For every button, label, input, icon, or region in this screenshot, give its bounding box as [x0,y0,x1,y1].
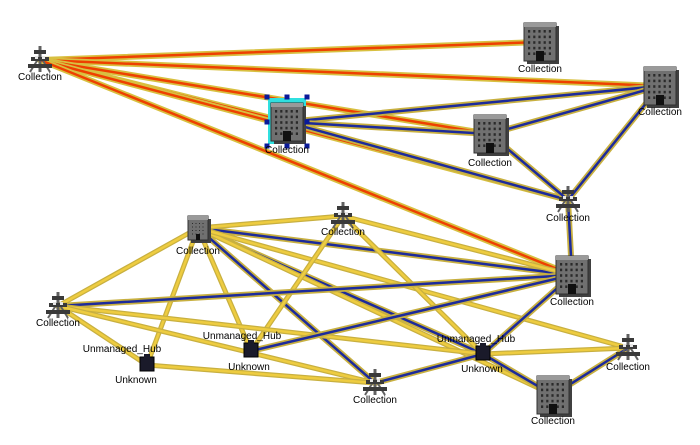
link-n8-n9[interactable] [340,213,575,278]
link-n7-n12[interactable] [195,225,254,354]
selection-handle[interactable] [304,143,310,149]
link-n4-n5[interactable] [284,119,493,137]
hub-icon [139,354,155,372]
node-n7[interactable]: Collection [176,215,220,257]
router-icon [28,46,52,73]
link-n10-n9[interactable] [55,272,575,309]
building-icon [187,215,211,243]
building-icon [270,102,306,144]
node-n1[interactable]: Collection [18,46,62,83]
node-label: Collection [550,297,594,308]
node-label: Collection [518,64,562,75]
link-n1-n2[interactable] [37,39,543,63]
node-label: Collection [18,72,62,83]
node-label: Collection [531,416,575,427]
node-n15[interactable]: Collection [531,375,575,427]
router-icon [363,369,387,396]
link-n10-n11[interactable] [55,303,150,368]
router-icon [616,334,640,361]
nodes-layer: CollectionCollectionCollectionCollection… [18,22,682,427]
selection-handle[interactable] [304,119,310,125]
link-n7-n10[interactable] [55,225,201,309]
selection-handle[interactable] [284,143,290,149]
node-label: Collection [176,246,220,257]
node-label: Collection [606,362,650,373]
building-icon [643,66,679,108]
building-icon [555,255,591,297]
selection-handle[interactable] [284,94,290,100]
link-n13-n16[interactable] [480,345,631,357]
node-label: Collection [638,107,682,118]
building-icon [536,375,572,417]
link-n7-n15[interactable] [195,225,556,398]
node-label: Collection [265,145,309,156]
selection-handle[interactable] [304,94,310,100]
link-n14-n13[interactable] [372,351,486,386]
link-n7-n14[interactable] [195,225,378,386]
node-n16[interactable]: Collection [606,334,650,373]
node-sublabel: Unknown [228,362,270,373]
node-n2[interactable]: Collection [518,22,562,75]
node-sublabel: Unknown [461,364,503,375]
node-label: Unmanaged_Hub [437,334,516,345]
link-n5-n3[interactable] [487,83,663,137]
link-n7-n8[interactable] [195,213,346,231]
node-n9[interactable]: Collection [550,255,594,308]
link-n12-n9[interactable] [248,272,575,354]
router-icon [331,202,355,229]
node-n10[interactable]: Collection [36,292,80,329]
hub-icon [243,340,259,358]
router-icon [556,186,580,213]
node-label: Collection [546,213,590,224]
node-n4[interactable]: Collection [264,94,310,157]
node-n5[interactable]: Collection [468,114,512,169]
links-layer [37,39,663,398]
hub-icon [475,343,491,361]
link-n1-n9[interactable] [37,57,575,278]
node-label: Collection [353,395,397,406]
selection-handle[interactable] [264,119,270,125]
node-label: Collection [321,227,365,238]
link-n7-n9[interactable] [195,225,575,278]
link-n10-n14[interactable] [55,303,378,386]
link-n10-n13[interactable] [55,303,486,357]
node-n6[interactable]: Collection [546,186,590,224]
node-n14[interactable]: Collection [353,369,397,406]
router-icon [46,292,70,319]
node-label: Unmanaged_Hub [203,331,282,342]
link-n4-n3[interactable] [284,83,663,125]
selection-handle[interactable] [264,143,270,149]
selection-handle[interactable] [264,94,270,100]
link-n11-n14[interactable] [144,362,378,386]
node-label: Unmanaged_Hub [83,344,162,355]
node-n8[interactable]: Collection [321,202,365,238]
link-n1-n3[interactable] [37,57,663,89]
link-n4-n6[interactable] [284,119,571,203]
node-label: Collection [36,318,80,329]
node-n3[interactable]: Collection [638,66,682,118]
building-icon [473,114,509,156]
building-icon [523,22,559,64]
node-label: Collection [468,158,512,169]
node-sublabel: Unknown [115,375,157,386]
